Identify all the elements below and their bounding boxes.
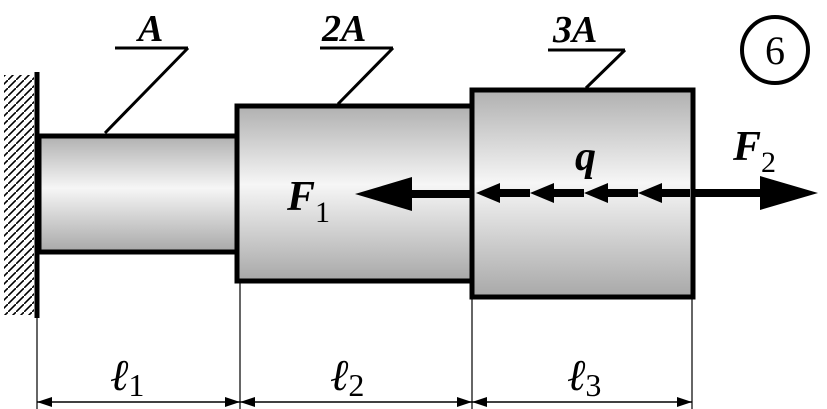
force-f1-arrow [355,177,470,211]
force-f2-arrow [693,176,818,210]
q-arrow [584,183,638,203]
area-label-a1-text: A [136,8,163,50]
dimension-line [37,397,692,407]
wall-hatching [4,75,34,315]
force-f2-label: F2 [732,124,776,179]
q-arrow [638,183,690,203]
length-l3-label: ℓ3 [567,351,601,403]
length-l2-label: ℓ2 [330,351,364,403]
area-label-a1: A [103,8,190,135]
area-label-a2-text: 2A [321,8,366,50]
length-l1-label: ℓ1 [110,351,144,403]
force-f1-label: F1 [286,174,330,229]
q-arrow [530,183,584,203]
q-arrow [476,183,530,203]
area-label-a2: 2A [320,8,395,106]
dimension-extension-lines [36,283,693,409]
segment-1 [36,133,240,255]
fixed-wall-support [4,72,40,318]
problem-number: 6 [765,28,785,73]
area-label-a3-text: 3A [552,9,597,51]
problem-number-badge: 6 [740,15,810,85]
area-label-a3: 3A [548,9,627,90]
distributed-load-q [476,183,690,203]
load-q-label: q [575,134,596,180]
